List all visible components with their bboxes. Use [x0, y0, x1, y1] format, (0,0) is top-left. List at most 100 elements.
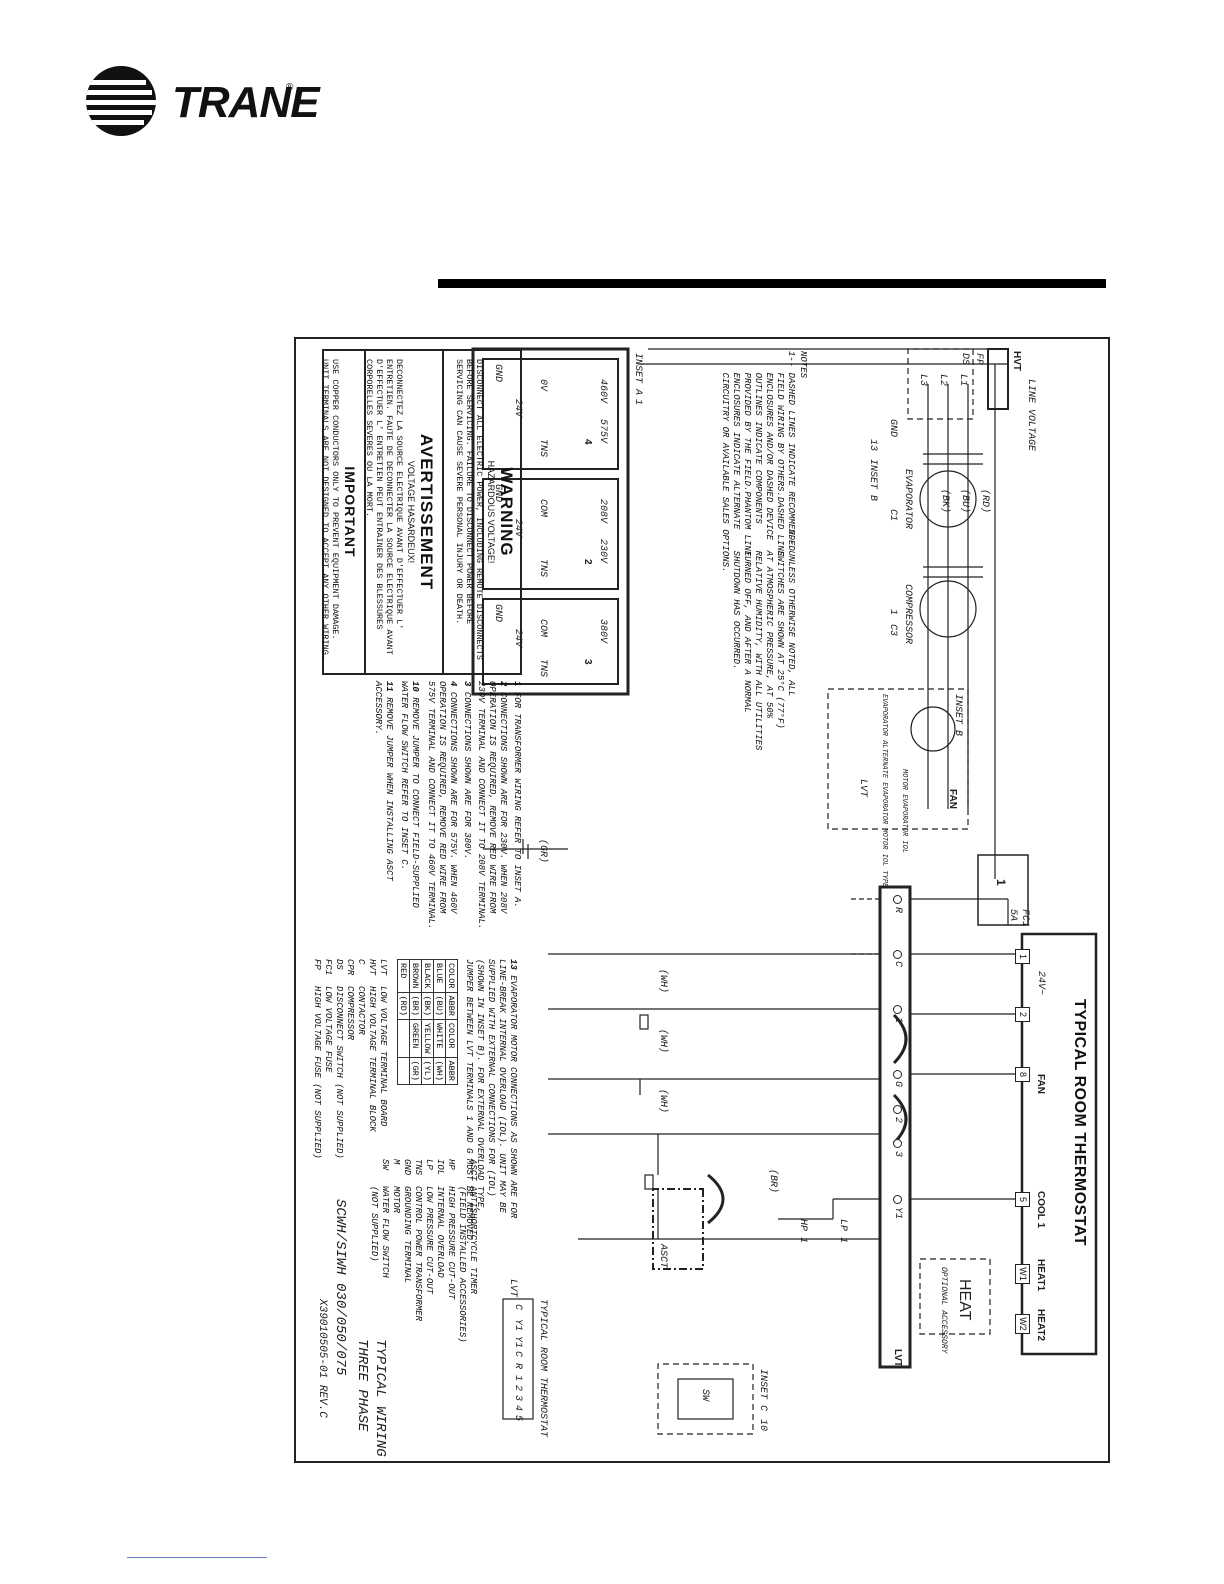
wire-bk-1: (BK): [939, 489, 950, 514]
lvt-node-y1: [893, 1195, 902, 1204]
motor-iol-label: MOTOR EVAPORATOR IOL: [900, 769, 908, 854]
inset-b-label: INSET B: [952, 694, 963, 737]
notes-title: NOTES: [798, 351, 808, 379]
color-cell: GREEN: [409, 1019, 422, 1058]
warning-block: WARNING HAZARDOUS VOLTAGE! DISCONNECT AL…: [320, 349, 522, 675]
hp-label: HP 1: [797, 1219, 808, 1244]
warning-title: WARNING: [497, 467, 516, 557]
color-cell: BLUE: [433, 959, 446, 993]
inset-c-label: INSET C: [757, 1369, 768, 1412]
lvt-node-c: [893, 950, 902, 959]
color-abbr-table: COLOR ABBR COLOR ABBR BLUE (BU) WHITE (W…: [397, 959, 458, 1085]
wire-wh-2: (WH): [657, 1029, 668, 1054]
small-table-1: 1: [512, 1375, 523, 1382]
wire-gr: (GR): [537, 839, 548, 864]
small-table-y1: Y1: [512, 1319, 523, 1332]
callout-11: 11 REMOVE JUMPER WHEN INSTALLING ASCT AC…: [373, 681, 394, 881]
color-cell: (YL): [421, 1057, 434, 1085]
heat-box-title: HEAT: [956, 1279, 973, 1321]
color-cell: (GR): [409, 1057, 422, 1085]
lvt-terminal-1: 1: [892, 1017, 903, 1024]
tstat-terminal-8: 8: [1015, 1067, 1030, 1082]
wire-rd-1: (RD): [979, 489, 990, 514]
drawing-number: X39010505-01 REV.C: [316, 1299, 328, 1418]
avertissement-title: AVERTISSEMENT: [417, 433, 436, 591]
wire-br: (BR): [767, 1169, 778, 1194]
line-l2: L2: [937, 374, 948, 387]
inset-a-num: 1: [632, 399, 643, 406]
wiring-lines: [471, 347, 1098, 1435]
label-heat1: HEAT1: [1035, 1259, 1046, 1292]
callout-1: 1 FOR TRANSFORMER WIRING REFER TO INSET …: [512, 681, 522, 908]
label-24v: 24V~: [1035, 971, 1046, 996]
small-table-y1b: Y1: [512, 1336, 523, 1349]
callout-4: 4 CONNECTIONS SHOWN ARE FOR 575V. WHEN 4…: [426, 681, 458, 930]
lvt-node-2: [893, 1105, 902, 1114]
lvt-node-1: [893, 1005, 902, 1014]
tstat-terminal-2: 2: [1015, 1007, 1030, 1022]
color-cell: (RD): [397, 992, 410, 1020]
c3-label: C3: [887, 624, 898, 637]
inset-b-lvt: LVT: [857, 779, 868, 798]
sw-label: SW: [699, 1389, 710, 1402]
lp-label: LP 1: [837, 1219, 848, 1244]
alt-motor-label: EVAPORATOR ALTERNATE EVAPORATOR MOTOR IO…: [880, 694, 888, 888]
warning-text: DISCONNECT ALL ELECTRIC POWER, INCLUDING…: [454, 359, 484, 660]
color-cell: BROWN: [409, 959, 422, 993]
color-cell: WHITE: [433, 1019, 446, 1058]
inset-a-label: INSET A: [632, 353, 643, 396]
note-2: 2-- UNLESS OTHERWISE NOTED, ALL SWITCHES…: [731, 529, 796, 751]
tstat-terminal-w1: W1: [1015, 1264, 1030, 1284]
c1-label: C1: [887, 509, 898, 522]
wire-bu-1: (BU): [959, 489, 970, 514]
t3-tap-380: 380V: [597, 619, 608, 644]
small-table-4: 4: [512, 1405, 523, 1412]
inset-b-ref: INSET B: [867, 459, 878, 502]
hvt-label: HVT: [1011, 351, 1022, 371]
compressor-num: 1: [887, 609, 898, 616]
important-title: IMPORTANT: [342, 466, 358, 558]
small-table-title: TYPICAL ROOM THERMOSTAT: [537, 1299, 548, 1438]
title-line2: THREE PHASE: [354, 1339, 370, 1432]
trane-logo-mark: [86, 66, 156, 136]
color-cell: (BR): [409, 992, 422, 1020]
title-models: SCWH/SIWH 030/050/075: [332, 1199, 348, 1376]
t1-callout: 4: [582, 439, 593, 445]
t3-tns: TNS: [537, 659, 548, 678]
footer-link-underline: [127, 1557, 267, 1558]
callout-3: 3 CONNECTIONS SHOWN ARE FOR 380V.: [462, 681, 472, 860]
color-head-2: ABBR: [445, 992, 458, 1020]
compressor-label: COMPRESSOR: [902, 584, 913, 645]
t1-tap-575: 575V: [597, 419, 608, 444]
inset-c-num: 10: [757, 1419, 768, 1432]
color-head-4: ABBR: [445, 1057, 458, 1085]
callout-10: 10 REMOVE JUMPER TO CONNECT FIELD-SUPPLI…: [399, 681, 420, 908]
color-cell: [397, 1057, 410, 1085]
small-table-2: 2: [512, 1385, 523, 1392]
lvt-terminal-2: 2: [892, 1117, 903, 1124]
line-l1: L1: [957, 374, 968, 387]
lvt-node-r: [893, 895, 902, 904]
transformer-ref: 1: [994, 879, 1008, 886]
small-table-r: R: [512, 1363, 523, 1370]
line-l3: L3: [917, 374, 928, 387]
small-table-5: 5: [512, 1415, 523, 1422]
callout-2: 2 CONNECTIONS SHOWN ARE FOR 230V. WHEN 2…: [476, 681, 508, 930]
color-cell: (BU): [433, 992, 446, 1020]
fc1-label: FC1: [1019, 909, 1030, 928]
t1-tap-460: 460V: [597, 379, 608, 404]
wire-wh-3: (WH): [657, 1089, 668, 1114]
ds-label: DS: [959, 353, 970, 366]
color-cell: YELLOW: [421, 1019, 434, 1058]
lvt-terminal-g: G: [892, 1081, 903, 1088]
small-table-3: 3: [512, 1395, 523, 1402]
small-table-c: C: [512, 1304, 523, 1311]
color-cell: [397, 1019, 410, 1058]
lvt-terminal-3: 3: [892, 1151, 903, 1158]
trane-logo: TRANE ®: [86, 66, 320, 138]
avertissement-text: DECONNECTEZ LA SOURCE ELECTRIQUE AVANT D…: [364, 359, 404, 655]
label-heat2: HEAT2: [1035, 1309, 1046, 1342]
thermostat-title: TYPICAL ROOM THERMOSTAT: [1071, 999, 1088, 1247]
color-cell: (BK): [421, 992, 434, 1020]
label-fan: FAN: [1035, 1074, 1046, 1094]
